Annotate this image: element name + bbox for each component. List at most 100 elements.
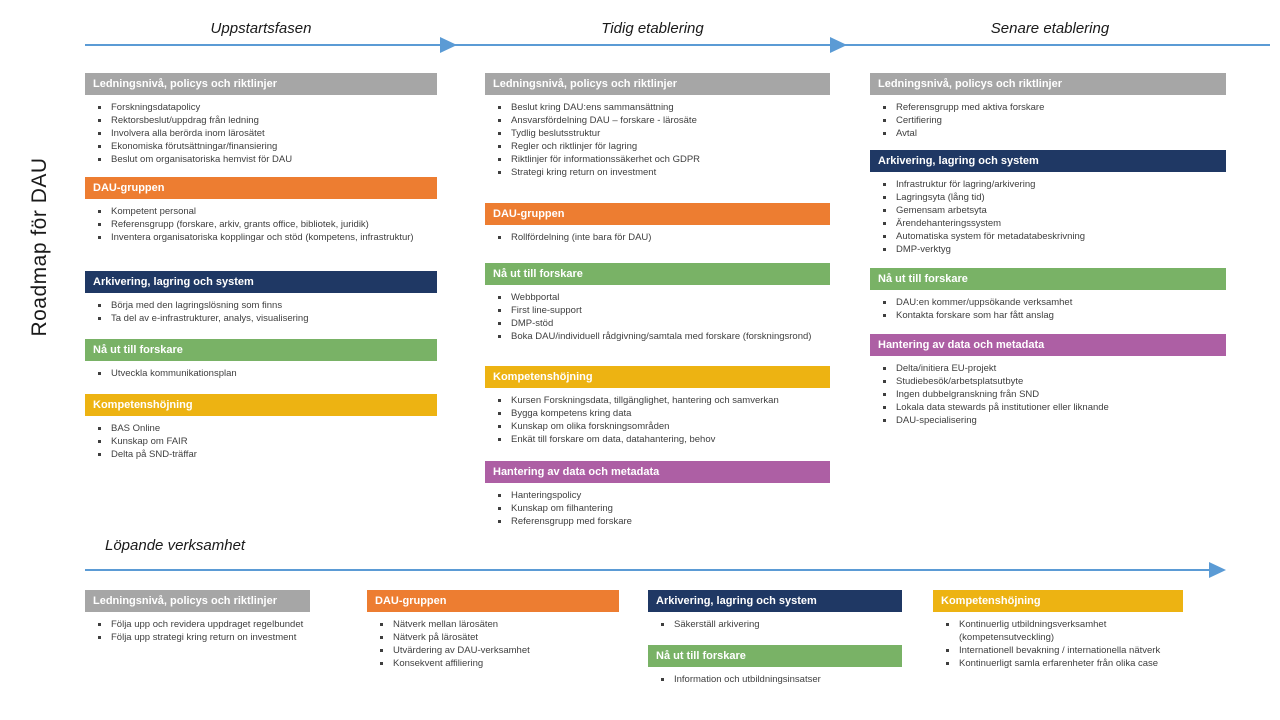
list-item: Börja med den lagringslösning som finns	[85, 299, 437, 312]
category-header-arkivering: Arkivering, lagring och system	[85, 271, 437, 293]
category-header-dau-gruppen: DAU-gruppen	[485, 203, 830, 225]
list-item: Ta del av e-infrastrukturer, analys, vis…	[85, 312, 437, 325]
category-header-na-ut: Nå ut till forskare	[85, 339, 437, 361]
list-item: Beslut kring DAU:ens sammansättning	[485, 101, 830, 114]
phase-label-tidig-etablering: Tidig etablering	[601, 20, 704, 37]
uppstart-ledningsniva-section: Ledningsnivå, policys och riktlinjer For…	[85, 73, 437, 166]
uppstart-na-ut-section: Nå ut till forskare Utveckla kommunikati…	[85, 339, 437, 380]
list-item: Referensgrupp (forskare, arkiv, grants o…	[85, 218, 437, 231]
arrowhead-icon	[1209, 562, 1226, 578]
list-item: Enkät till forskare om data, datahanteri…	[485, 433, 830, 446]
list-item: Lokala data stewards på institutioner el…	[870, 401, 1226, 414]
list-item: First line-support	[485, 304, 830, 317]
list-item: Automatiska system för metadatabeskrivni…	[870, 230, 1226, 243]
list-item: Bygga kompetens kring data	[485, 407, 830, 420]
list-item: Boka DAU/individuell rådgivning/samtala …	[485, 330, 830, 343]
senare-na-ut-section: Nå ut till forskare DAU:en kommer/uppsök…	[870, 268, 1226, 322]
tidig-kompetenshojning-section: Kompetenshöjning Kursen Forskningsdata, …	[485, 366, 830, 446]
category-header-ledningsniva: Ledningsnivå, policys och riktlinjer	[85, 590, 310, 612]
category-header-hantering-metadata: Hantering av data och metadata	[870, 334, 1226, 356]
list-item: Rektorsbeslut/uppdrag från ledning	[85, 114, 437, 127]
phase-label-senare-etablering: Senare etablering	[990, 20, 1110, 37]
list-item: Inventera organisatoriska kopplingar och…	[85, 231, 437, 244]
category-header-na-ut: Nå ut till forskare	[870, 268, 1226, 290]
list-item: Delta på SND-träffar	[85, 448, 437, 461]
list-item: Forskningsdatapolicy	[85, 101, 437, 114]
list-item: Beslut om organisatoriska hemvist för DA…	[85, 153, 437, 166]
list-item: Kunskap om FAIR	[85, 435, 437, 448]
category-header-dau-gruppen: DAU-gruppen	[85, 177, 437, 199]
list-item: Rollfördelning (inte bara för DAU)	[485, 231, 830, 244]
list-item: Utvärdering av DAU-verksamhet	[367, 644, 619, 657]
category-header-kompetenshojning: Kompetenshöjning	[485, 366, 830, 388]
list-item: Delta/initiera EU-projekt	[870, 362, 1226, 375]
senare-ledningsniva-section: Ledningsnivå, policys och riktlinjer Ref…	[870, 73, 1226, 140]
list-item: Kunskap om olika forskningsområden	[485, 420, 830, 433]
list-item: Lagringsyta (lång tid)	[870, 191, 1226, 204]
list-item: Referensgrupp med forskare	[485, 515, 830, 528]
category-header-arkivering: Arkivering, lagring och system	[870, 150, 1226, 172]
list-item: Infrastruktur för lagring/arkivering	[870, 178, 1226, 191]
category-header-kompetenshojning: Kompetenshöjning	[85, 394, 437, 416]
list-item: Följa upp och revidera uppdraget regelbu…	[85, 618, 337, 631]
list-item: DAU-specialisering	[870, 414, 1226, 427]
list-item: Ärendehanteringssystem	[870, 217, 1226, 230]
category-header-hantering-metadata: Hantering av data och metadata	[485, 461, 830, 483]
category-header-ledningsniva: Ledningsnivå, policys och riktlinjer	[85, 73, 437, 95]
list-item: Information och utbildningsinsatser	[648, 673, 902, 686]
list-item: Riktlinjer för informationssäkerhet och …	[485, 153, 830, 166]
bullet-list: Följa upp och revidera uppdraget regelbu…	[85, 618, 337, 644]
category-header-kompetenshojning: Kompetenshöjning	[933, 590, 1183, 612]
list-item: DMP-stöd	[485, 317, 830, 330]
senare-arkivering-section: Arkivering, lagring och system Infrastru…	[870, 150, 1226, 256]
category-header-ledningsniva: Ledningsnivå, policys och riktlinjer	[485, 73, 830, 95]
phase-label-uppstartsfasen: Uppstartsfasen	[210, 20, 312, 37]
tidig-ledningsniva-section: Ledningsnivå, policys och riktlinjer Bes…	[485, 73, 830, 179]
list-item: Konsekvent affiliering	[367, 657, 619, 670]
category-header-na-ut: Nå ut till forskare	[648, 645, 902, 667]
list-item: Avtal	[870, 127, 1226, 140]
lopande-na-ut-section: Nå ut till forskare Information och utbi…	[648, 645, 902, 686]
list-item: Tydlig beslutsstruktur	[485, 127, 830, 140]
list-item: Ansvarsfördelning DAU – forskare - läros…	[485, 114, 830, 127]
list-item: Kontinuerligt samla erfarenheter från ol…	[933, 657, 1195, 670]
timeline-line-bottom	[85, 569, 1209, 571]
tidig-dau-gruppen-section: DAU-gruppen Rollfördelning (inte bara fö…	[485, 203, 830, 244]
list-item: Kontakta forskare som har fått anslag	[870, 309, 1226, 322]
arrowhead-icon	[830, 37, 847, 53]
bullet-list: Kursen Forskningsdata, tillgänglighet, h…	[485, 394, 830, 446]
list-item: Utveckla kommunikationsplan	[85, 367, 437, 380]
lopande-arkivering-section: Arkivering, lagring och system Säkerstäl…	[648, 590, 902, 631]
list-item: Följa upp strategi kring return on inves…	[85, 631, 337, 644]
bullet-list: Utveckla kommunikationsplan	[85, 367, 437, 380]
tidig-hantering-metadata-section: Hantering av data och metadata Hantering…	[485, 461, 830, 528]
category-header-arkivering: Arkivering, lagring och system	[648, 590, 902, 612]
list-item: DAU:en kommer/uppsökande verksamhet	[870, 296, 1226, 309]
list-item: DMP-verktyg	[870, 243, 1226, 256]
list-item: Certifiering	[870, 114, 1226, 127]
list-item: BAS Online	[85, 422, 437, 435]
list-item: Gemensam arbetsyta	[870, 204, 1226, 217]
list-item: Kontinuerlig utbildningsverksamhet (komp…	[933, 618, 1195, 644]
category-header-dau-gruppen: DAU-gruppen	[367, 590, 619, 612]
senare-hantering-metadata-section: Hantering av data och metadata Delta/ini…	[870, 334, 1226, 427]
timeline-line	[85, 44, 1270, 46]
list-item: Hanteringspolicy	[485, 489, 830, 502]
list-item: Strategi kring return on investment	[485, 166, 830, 179]
list-item: Internationell bevakning / internationel…	[933, 644, 1195, 657]
list-item: Ekonomiska förutsättningar/finansiering	[85, 140, 437, 153]
